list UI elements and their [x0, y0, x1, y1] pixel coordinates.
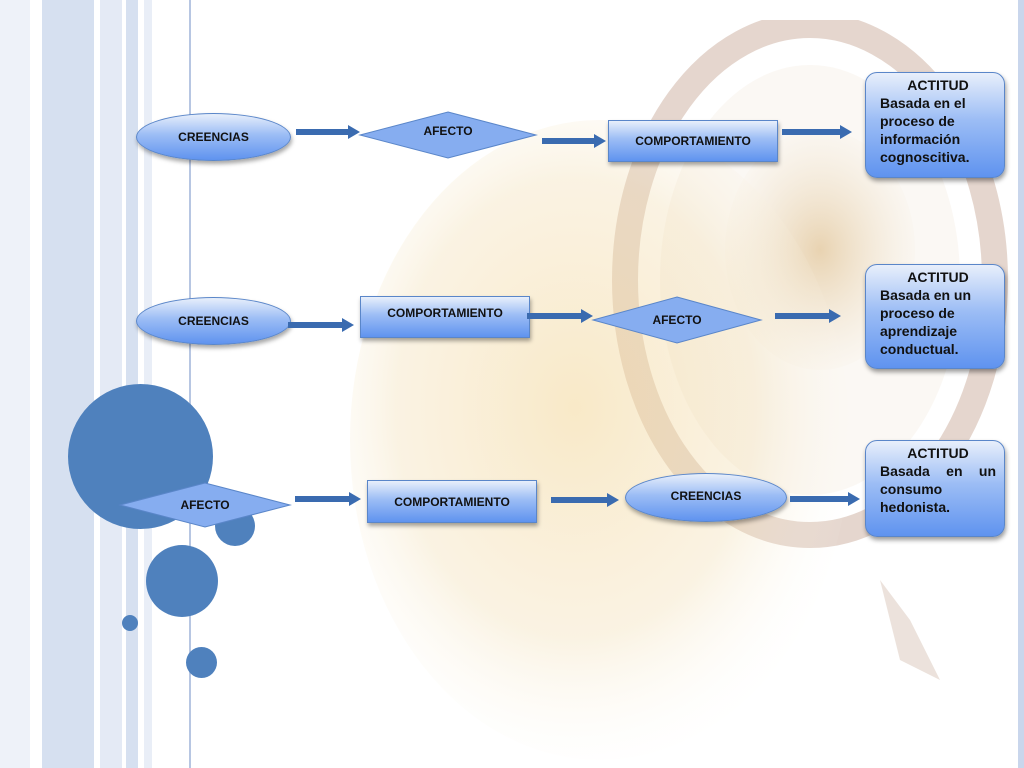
- row1-actitud-text: Basada en el proceso de información cogn…: [880, 95, 970, 165]
- row1-afecto-diamond: AFECTO: [358, 111, 538, 159]
- row2-actitud-box: ACTITUD Basada en un proceso de aprendiz…: [865, 264, 1005, 369]
- row3-comportamiento-box: COMPORTAMIENTO: [367, 480, 537, 523]
- decorative-dot: [122, 615, 138, 631]
- row3-creencias-label: CREENCIAS: [670, 488, 742, 503]
- row1-afecto-label: AFECTO: [423, 124, 473, 138]
- row3-creencias-ellipse: CREENCIAS: [625, 473, 787, 522]
- right-edge-border: [1018, 0, 1024, 768]
- row3-comportamiento-label: COMPORTAMIENTO: [394, 494, 510, 509]
- row3-afecto-diamond: AFECTO: [118, 482, 292, 528]
- decorative-circle-medium: [146, 545, 218, 617]
- row2-arrow-1: [288, 318, 354, 332]
- row1-afecto-diamond-shape: [358, 111, 538, 159]
- row3-arrow-3: [790, 492, 860, 506]
- row1-creencias-label: CREENCIAS: [178, 130, 249, 144]
- row2-creencias-ellipse: CREENCIAS: [136, 297, 291, 345]
- decorative-circle-tiny: [186, 647, 217, 678]
- row1-comportamiento-box: COMPORTAMIENTO: [608, 120, 778, 162]
- row2-afecto-label: AFECTO: [652, 313, 702, 327]
- background-lion-mirror-image: [350, 20, 1008, 760]
- row3-actitud-title: ACTITUD: [907, 445, 969, 461]
- row2-actitud-text: Basada en un proceso de aprendizaje cond…: [880, 287, 972, 357]
- row2-creencias-label: CREENCIAS: [178, 314, 249, 328]
- row2-arrow-2: [527, 309, 593, 323]
- row2-comportamiento-box: COMPORTAMIENTO: [360, 296, 530, 338]
- row3-afecto-label: AFECTO: [180, 498, 230, 512]
- row3-actitud-box: ACTITUD Basada en un consumo hedonista.: [865, 440, 1005, 537]
- row3-afecto-diamond-shape: [118, 482, 292, 528]
- row2-comportamiento-label: COMPORTAMIENTO: [387, 306, 503, 320]
- row2-arrow-3: [775, 309, 841, 323]
- row3-actitud-text: Basada en un consumo hedonista.: [880, 463, 996, 515]
- row1-creencias-ellipse: CREENCIAS: [136, 113, 291, 161]
- row1-arrow-2: [542, 134, 606, 148]
- row3-arrow-2: [551, 493, 619, 507]
- row2-afecto-diamond-shape: [591, 296, 763, 344]
- row3-arrow-1: [295, 492, 361, 506]
- row1-comportamiento-label: COMPORTAMIENTO: [635, 134, 751, 148]
- row1-arrow-1: [296, 125, 360, 139]
- row2-actitud-title: ACTITUD: [907, 269, 969, 285]
- decorative-stripes: [0, 0, 191, 768]
- row2-afecto-diamond: AFECTO: [591, 296, 763, 344]
- row1-arrow-3: [782, 125, 852, 139]
- row1-actitud-title: ACTITUD: [907, 77, 969, 93]
- row1-actitud-box: ACTITUD Basada en el proceso de informac…: [865, 72, 1005, 178]
